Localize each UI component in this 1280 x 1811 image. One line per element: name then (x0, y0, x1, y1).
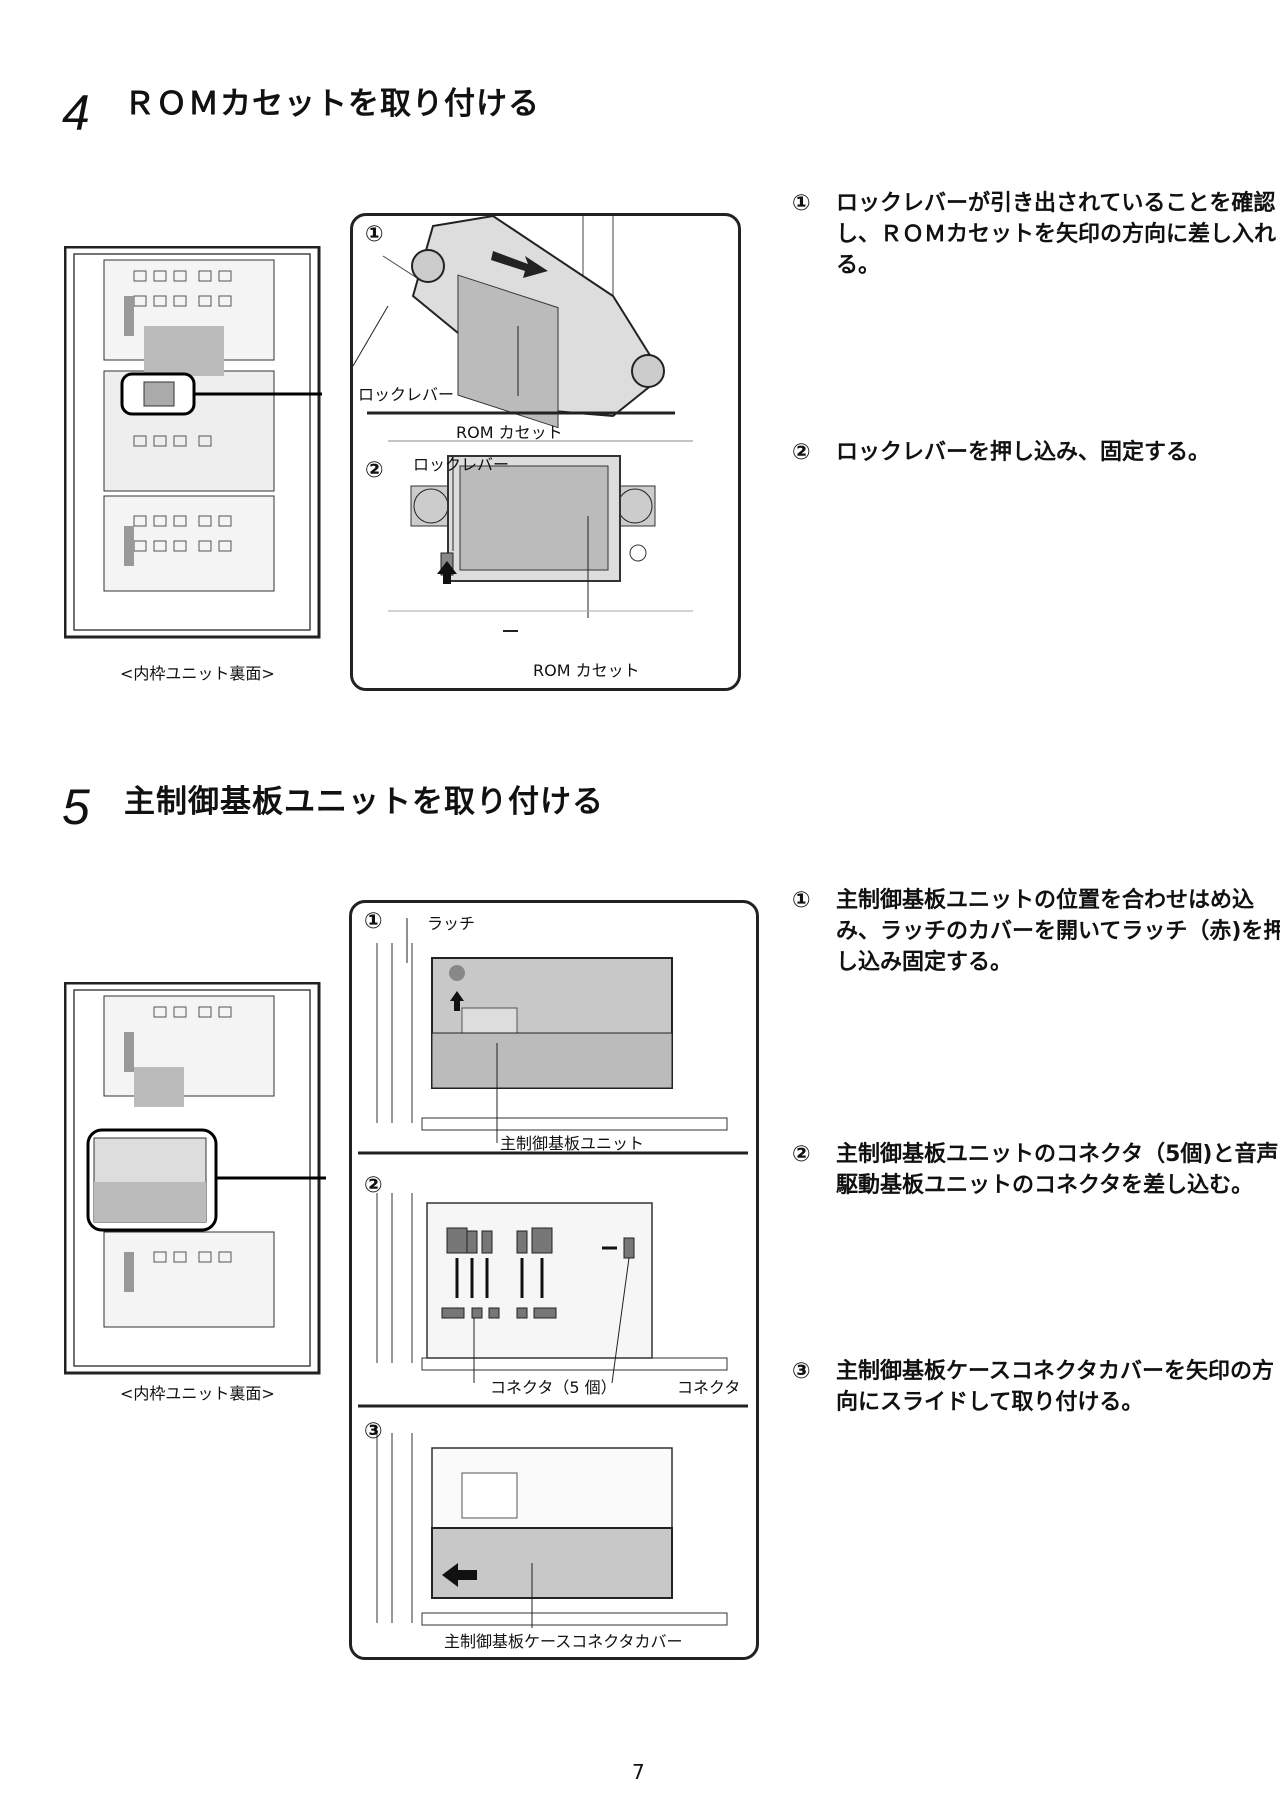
section-5-step-2: ② 主制御基板ユニットのコネクタ（5個)と音声駆動基板ユニットのコネクタを差し込む… (792, 1139, 1280, 1201)
step-marker: ② (792, 1142, 811, 1167)
step-text: 主制御基板ユニットの位置を合わせはめ込み、ラッチのカバーを開いてラッチ（赤)を押… (836, 888, 1280, 975)
section-5-number: 5 (62, 779, 90, 835)
inner-frame-unit-diagram (64, 982, 326, 1375)
connectors-5-label: コネクタ（5 個） (490, 1378, 617, 1397)
main-board-unit-label: 主制御基板ユニット (500, 1134, 645, 1153)
overview-caption-4: <内枠ユニット裏面> (120, 664, 275, 683)
step-marker: ① (792, 888, 811, 913)
section-4-number: 4 (62, 85, 90, 141)
panel-marker-2: ② (364, 1173, 383, 1198)
lock-lever-label-2: ロックレバー (413, 455, 510, 474)
step-text: ロックレバーが引き出されていることを確認し、ＲＯＭカセットを矢印の方向に差し入れ… (836, 191, 1277, 278)
panel-marker-3: ③ (364, 1419, 383, 1444)
step-text: 主制御基板ケースコネクタカバーを矢印の方向にスライドして取り付ける。 (836, 1359, 1275, 1415)
step-text: ロックレバーを押し込み、固定する。 (836, 440, 1211, 465)
panel-marker-1: ① (365, 222, 384, 247)
lock-lever-label-1: ロックレバー (358, 385, 455, 404)
main-board-illustration (358, 918, 748, 1628)
section-4-step-1: ① ロックレバーが引き出されていることを確認し、ＲＯＭカセットを矢印の方向に差し入… (792, 188, 1280, 281)
section-5-step-3: ③ 主制御基板ケースコネクタカバーを矢印の方向にスライドして取り付ける。 (792, 1356, 1280, 1418)
panel-marker-1: ① (364, 909, 383, 934)
main-board-figure: ① ② ③ ラッチ 主制御基板ユニット コネクタ（5 個） コネクタ 主制御基板… (349, 900, 759, 1660)
rom-cassette-insert-illustration (353, 216, 693, 632)
section-5-step-1: ① 主制御基板ユニットの位置を合わせはめ込み、ラッチのカバーを開いてラッチ（赤)を… (792, 885, 1280, 978)
overview-caption-5: <内枠ユニット裏面> (120, 1384, 275, 1403)
inner-frame-unit-diagram (64, 246, 322, 639)
section-4-step-2: ② ロックレバーを押し込み、固定する。 (792, 437, 1280, 468)
rom-cassette-label-1: ROM カセット (456, 423, 563, 442)
page-number: 7 (632, 1760, 645, 1784)
section-4-title: ＲＯＭカセットを取り付ける (124, 86, 540, 122)
latch-label: ラッチ (427, 914, 476, 933)
panel-marker-2: ② (365, 458, 384, 483)
case-connector-cover-label: 主制御基板ケースコネクタカバー (444, 1632, 683, 1651)
step-marker: ① (792, 191, 811, 216)
rom-cassette-label-2: ROM カセット (533, 661, 640, 680)
step-marker: ② (792, 440, 811, 465)
connector-label: コネクタ (677, 1378, 741, 1397)
step-text: 主制御基板ユニットのコネクタ（5個)と音声駆動基板ユニットのコネクタを差し込む。 (836, 1142, 1279, 1198)
rom-cassette-figure: ① ② ロックレバー ROM カセット ロックレバー ROM カセット (350, 213, 741, 691)
section-5-title: 主制御基板ユニットを取り付ける (124, 784, 604, 820)
step-marker: ③ (792, 1359, 811, 1384)
